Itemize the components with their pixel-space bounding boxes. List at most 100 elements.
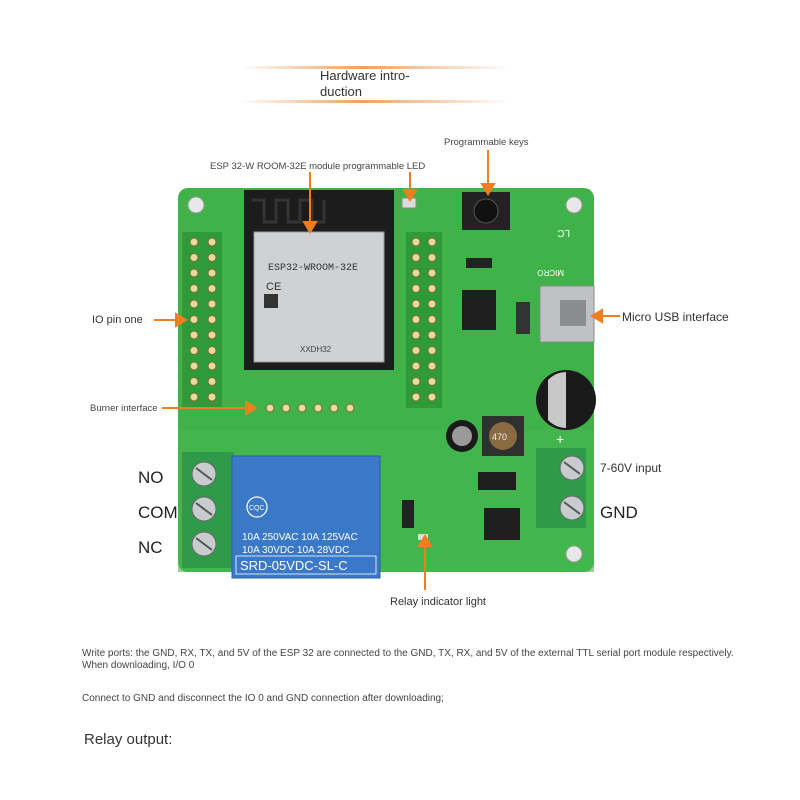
header-pin — [411, 315, 421, 324]
qr-code — [264, 294, 278, 308]
small-cap-top — [452, 426, 472, 446]
relay-brand: CQC — [249, 505, 265, 512]
terminal-no: NO — [138, 468, 164, 487]
page-title: Hardware intro- duction — [320, 68, 410, 100]
screw-slot — [195, 537, 213, 551]
silk-plus: + — [556, 431, 564, 447]
header-pin — [207, 315, 217, 324]
burner-pin — [297, 403, 307, 413]
header-pin — [411, 253, 421, 262]
title-line-2: duction — [320, 84, 362, 99]
programmable-key — [473, 198, 499, 224]
label-relay-light: Relay indicator light — [390, 596, 486, 608]
label-io-pin: IO pin one — [92, 314, 143, 326]
header-pin — [189, 268, 199, 278]
header-pin — [189, 253, 199, 262]
terminal-com: COM — [138, 503, 178, 522]
mount-hole — [187, 196, 205, 214]
header-pin — [411, 361, 421, 371]
silk-lc: LC — [557, 227, 570, 238]
left-header-pins — [189, 237, 217, 402]
regulator — [462, 290, 496, 330]
burner-header-pins — [265, 403, 355, 413]
arrow-head — [590, 308, 603, 324]
header-pin — [427, 377, 437, 386]
header-pin — [411, 237, 421, 247]
optocoupler-chip — [484, 508, 520, 540]
header-pin — [207, 392, 217, 402]
relay-logo-ring — [246, 496, 268, 518]
esp32-small-text: XXDH32 — [300, 345, 332, 354]
header-pin — [207, 377, 217, 386]
header-pin — [427, 237, 437, 247]
screw-slot — [195, 467, 213, 481]
header-pin — [427, 268, 437, 278]
title-banner: Hardware intro- duction — [240, 62, 510, 106]
arrow-head — [402, 189, 418, 202]
burner-pin — [313, 403, 323, 413]
usb-opening — [560, 300, 586, 326]
header-pin — [207, 284, 217, 293]
header-pin — [189, 346, 199, 355]
mount-hole — [565, 545, 583, 563]
header-pin — [189, 377, 199, 386]
label-programmable-keys: Programmable keys — [444, 137, 529, 148]
header-pin — [207, 346, 217, 355]
mount-hole — [565, 196, 583, 214]
arrow-head — [245, 400, 258, 416]
header-pin — [427, 361, 437, 371]
header-pin — [411, 392, 421, 402]
title-line-1: Hardware intro- — [320, 68, 410, 83]
inductor-value: 470 — [492, 432, 507, 442]
antenna-trace — [252, 198, 326, 224]
title-rule-top — [240, 66, 510, 69]
header-pin — [189, 299, 199, 309]
relay-output-heading: Relay output: — [84, 731, 173, 748]
title-rule-bottom — [240, 100, 510, 103]
screw-slot — [195, 502, 213, 516]
header-pin — [189, 284, 199, 293]
note-write-ports: Write ports: the GND, RX, TX, and 5V of … — [82, 648, 734, 671]
header-pin — [427, 392, 437, 402]
header-pin — [189, 315, 199, 324]
arrow-head — [480, 183, 496, 196]
header-pin — [207, 268, 217, 278]
header-pin — [411, 346, 421, 355]
power-terminal-screws — [559, 455, 585, 521]
relay-model: SRD-05VDC-SL-C — [240, 558, 348, 573]
header-pin — [411, 284, 421, 293]
header-pin — [189, 392, 199, 402]
label-gnd: GND — [600, 503, 638, 522]
header-pin — [207, 299, 217, 309]
esp32-model-text: ESP32-WROOM-32E — [268, 263, 358, 274]
header-pin — [189, 330, 199, 340]
smd-part — [466, 258, 492, 268]
header-pin — [411, 330, 421, 340]
screw-slot — [563, 501, 581, 515]
screw-slot — [563, 461, 581, 475]
arrow-head — [417, 534, 433, 547]
right-header — [406, 232, 442, 408]
smd-part — [516, 302, 530, 334]
header-pin — [411, 377, 421, 386]
label-micro-usb: Micro USB interface — [622, 310, 729, 324]
header-pin — [427, 284, 437, 293]
header-pin — [427, 346, 437, 355]
arrow-head — [302, 221, 318, 234]
header-pin — [207, 361, 217, 371]
terminal-nc: NC — [138, 538, 163, 557]
relay-rating-2: 10A 30VDC 10A 28VDC — [242, 545, 349, 556]
diode — [402, 500, 414, 528]
note-connect: Connect to GND and disconnect the IO 0 a… — [82, 693, 444, 704]
burner-pin — [329, 403, 339, 413]
relay-terminal-screws — [191, 461, 217, 557]
burner-pin — [345, 403, 355, 413]
relay-led — [418, 534, 428, 540]
header-pin — [427, 315, 437, 324]
burner-pin — [281, 403, 291, 413]
header-pin — [207, 237, 217, 247]
relay-rating-1: 10A 250VAC 10A 125VAC — [242, 532, 358, 543]
header-pin — [427, 299, 437, 309]
label-input: 7-60V input — [600, 461, 662, 475]
